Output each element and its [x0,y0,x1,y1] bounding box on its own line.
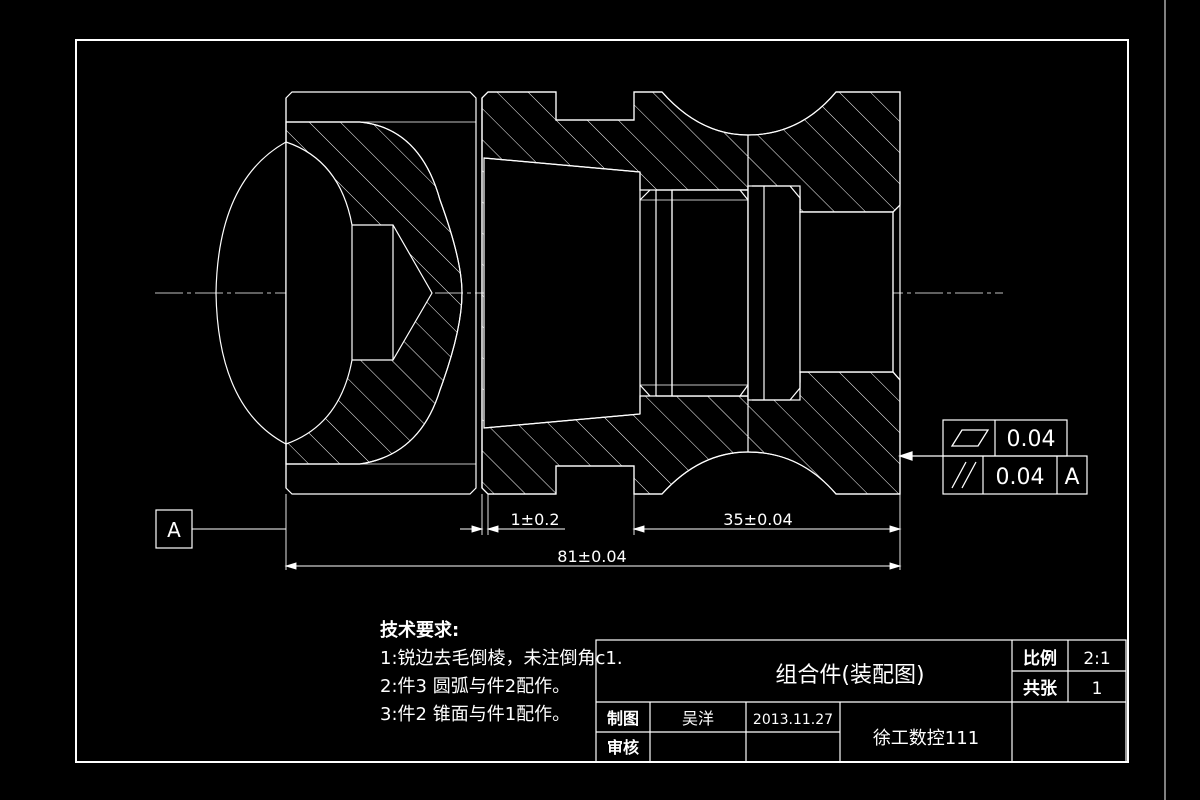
part-1-left-block [215,91,477,495]
flatness-icon [950,429,990,447]
note-line-2: 2:件3 圆弧与件2配作。 [380,676,570,697]
parallel-icon [951,461,977,489]
dimension-gap: 1±0.2 [510,510,559,529]
organization: 徐工数控111 [873,728,979,749]
dimension-lines [284,494,902,570]
note-line-3: 3:件2 锥面与件1配作。 [380,704,570,725]
parallelism-datum: A [1064,465,1079,490]
dimension-overall: 81±0.04 [557,547,626,566]
sheets-label: 共张 [1023,679,1058,699]
drawn-label: 制图 [607,709,639,728]
drawn-by: 吴洋 [682,709,714,728]
scale-value: 2:1 [1083,649,1110,669]
dimension-35: 35±0.04 [723,510,792,529]
datum-marker: A [155,509,286,549]
scale-label: 比例 [1023,648,1057,669]
title-block [595,639,1127,763]
sheets-value: 1 [1092,679,1103,699]
drawn-date: 2013.11.27 [753,712,833,728]
tolerance-frames [898,419,1088,495]
drawing-title: 组合件(装配图) [775,663,924,688]
checked-label: 审核 [607,738,639,757]
note-line-1: 1:锐边去毛倒棱，未注倒角c1. [380,648,623,669]
flatness-value: 0.04 [1007,427,1056,452]
notes-heading: 技术要求: [380,619,459,641]
part-2-right-body [481,91,901,495]
parallelism-value: 0.04 [996,465,1045,490]
datum-label: A [167,518,181,542]
